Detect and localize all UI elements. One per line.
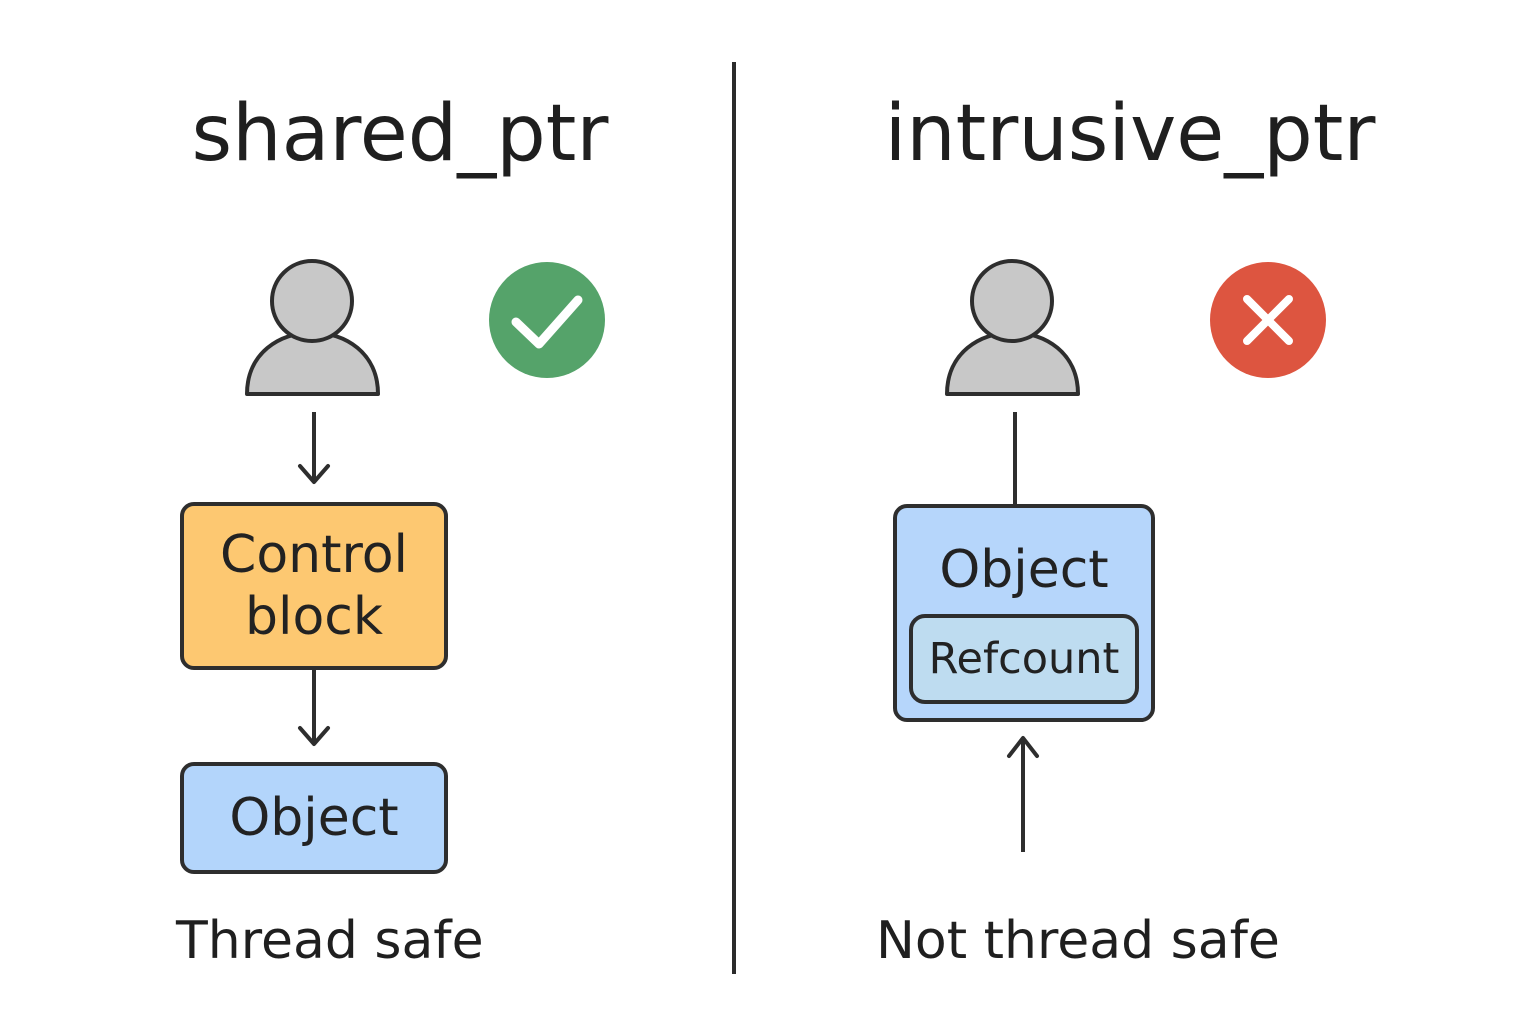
object-label-right: Object bbox=[939, 540, 1109, 600]
refcount-label: Refcount bbox=[928, 634, 1120, 684]
caption-not-thread-safe: Not thread safe bbox=[876, 911, 1280, 971]
object-label-left: Object bbox=[229, 788, 399, 848]
arrow-user-to-control-block bbox=[298, 412, 330, 484]
arrow-up-to-object bbox=[1007, 736, 1039, 852]
cross-icon bbox=[1210, 262, 1326, 378]
arrow-control-block-to-object bbox=[298, 670, 330, 746]
object-box-left: Object bbox=[180, 762, 448, 874]
intrusive-ptr-title: intrusive_ptr bbox=[884, 89, 1376, 179]
caption-thread-safe: Thread safe bbox=[176, 911, 484, 971]
control-block-line1: Control bbox=[220, 525, 408, 585]
control-block-box: Control block bbox=[180, 502, 448, 670]
control-block-label: Control block bbox=[220, 524, 408, 648]
check-icon bbox=[489, 262, 605, 378]
shared-ptr-title: shared_ptr bbox=[191, 89, 609, 179]
refcount-box: Refcount bbox=[909, 614, 1139, 704]
panel-divider bbox=[732, 62, 736, 974]
user-icon-right bbox=[945, 259, 1080, 396]
user-icon-left bbox=[245, 259, 380, 396]
control-block-line2: block bbox=[245, 587, 383, 647]
